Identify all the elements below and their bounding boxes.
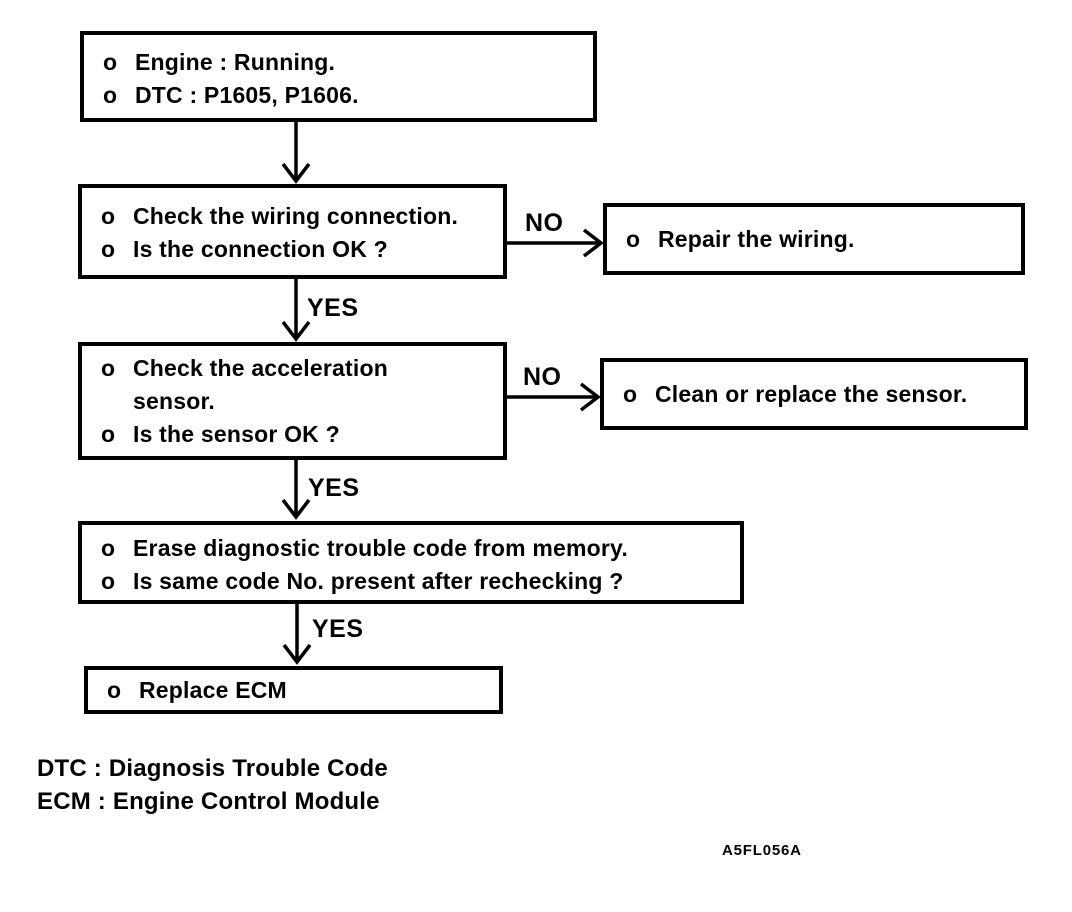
node-check-wiring-line-2: Is the connection OK ? — [133, 236, 388, 262]
arrow-down-icon — [281, 279, 311, 342]
node-erase-dtc-line-1: Erase diagnostic trouble code from memor… — [133, 535, 628, 561]
arrow-down-icon — [281, 460, 311, 520]
node-repair-wiring-item: o Repair the wiring. — [626, 223, 855, 256]
node-start: o Engine : Running. o DTC : P1605, P1606… — [80, 31, 597, 122]
node-erase-dtc-line-2: Is same code No. present after recheckin… — [133, 568, 624, 594]
node-start-item: o Engine : Running. — [103, 46, 585, 79]
node-check-sensor-line-2: Is the sensor OK ? — [133, 421, 340, 447]
node-start-item: o DTC : P1605, P1606. — [103, 79, 585, 112]
arrow-right-icon — [507, 382, 601, 412]
legend: DTC : Diagnosis Trouble Code ECM : Engin… — [37, 752, 388, 818]
node-clean-or-replace-sensor: o Clean or replace the sensor. — [600, 358, 1028, 430]
arrow-down-icon — [281, 122, 311, 184]
node-check-sensor-line-1: Check the acceleration sensor. — [133, 355, 388, 414]
legend-ecm: ECM : Engine Control Module — [37, 788, 380, 815]
node-check-wiring-item: o Check the wiring connection. — [101, 200, 495, 233]
node-replace-ecm-item: o Replace ECM — [107, 674, 287, 707]
node-erase-dtc-item: o Erase diagnostic trouble code from mem… — [101, 532, 732, 565]
node-check-acceleration-sensor: o Check the acceleration sensor. o Is th… — [78, 342, 507, 460]
node-check-wiring-item: o Is the connection OK ? — [101, 233, 495, 266]
node-start-line-2: DTC : P1605, P1606. — [135, 82, 359, 108]
node-clean-sensor-line-1: Clean or replace the sensor. — [655, 380, 968, 407]
figure-code: A5FL056A — [722, 842, 802, 859]
bullet-marker: o — [107, 676, 122, 703]
bullet-marker: o — [103, 82, 118, 108]
node-check-sensor-item: o Is the sensor OK ? — [101, 418, 495, 451]
bullet-marker: o — [101, 535, 116, 561]
edge-label-yes-1: YES — [307, 294, 359, 322]
edge-label-no-1: NO — [525, 209, 564, 237]
node-check-sensor-item: o Check the acceleration sensor. — [101, 352, 495, 418]
bullet-marker: o — [101, 568, 116, 594]
node-check-wiring-line-1: Check the wiring connection. — [133, 203, 459, 229]
arrow-right-icon — [507, 228, 604, 258]
bullet-marker: o — [626, 225, 641, 252]
node-replace-ecm-line-1: Replace ECM — [139, 676, 287, 703]
edge-label-no-2: NO — [523, 363, 562, 391]
bullet-marker: o — [623, 380, 638, 407]
arrow-down-icon — [282, 604, 312, 665]
bullet-marker: o — [101, 421, 116, 447]
edge-label-yes-3: YES — [312, 615, 364, 643]
bullet-marker: o — [101, 203, 116, 229]
bullet-marker: o — [103, 49, 118, 75]
node-repair-wiring: o Repair the wiring. — [603, 203, 1025, 275]
node-erase-dtc-item: o Is same code No. present after recheck… — [101, 565, 732, 598]
node-start-line-1: Engine : Running. — [135, 49, 336, 75]
bullet-marker: o — [101, 355, 116, 381]
node-check-wiring-connection: o Check the wiring connection. o Is the … — [78, 184, 507, 279]
bullet-marker: o — [101, 236, 116, 262]
edge-label-yes-2: YES — [308, 474, 360, 502]
legend-dtc: DTC : Diagnosis Trouble Code — [37, 755, 388, 782]
node-repair-wiring-line-1: Repair the wiring. — [658, 225, 855, 252]
node-erase-dtc: o Erase diagnostic trouble code from mem… — [78, 521, 744, 604]
node-replace-ecm: o Replace ECM — [84, 666, 503, 714]
node-clean-sensor-item: o Clean or replace the sensor. — [623, 378, 967, 411]
